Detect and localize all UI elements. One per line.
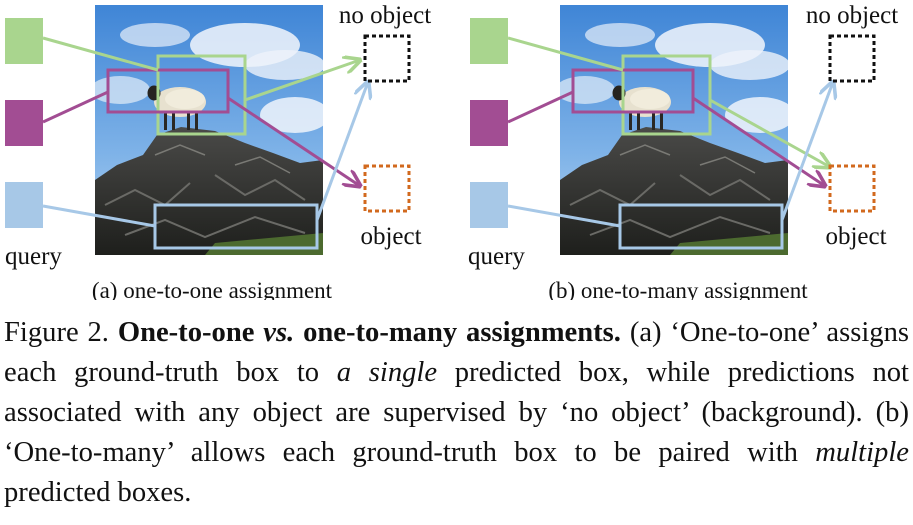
subcaption-a: (a) one-to-one assignment: [92, 278, 333, 300]
query-square-blue: [5, 182, 43, 228]
object-box: [828, 164, 876, 213]
query-square-green: [470, 18, 508, 64]
caption-emphasis-single: a single: [336, 357, 438, 388]
caption-vs: vs.: [263, 317, 295, 348]
link-blue: [507, 204, 621, 228]
query-square-green: [5, 18, 43, 64]
pred-box-green: [621, 54, 712, 136]
arrow-blue-to-no-object: [315, 82, 368, 221]
object-box: [363, 164, 411, 213]
object-label: object: [825, 223, 886, 250]
panel-b: no object object query (b) one-to-many a…: [468, 2, 898, 300]
query-square-purple: [5, 100, 43, 146]
link-purple: [507, 90, 574, 124]
caption-title: One-to-one: [117, 317, 255, 348]
pred-box-purple: [571, 68, 695, 114]
query-square-blue: [470, 182, 508, 228]
panel-a: no object object query (a) one-to-one as…: [5, 2, 431, 300]
scene-photo: [95, 5, 323, 255]
link-purple: [42, 90, 109, 124]
query-label: query: [468, 243, 525, 270]
subcaption-b: (b) one-to-many assignment: [548, 278, 808, 300]
link-green: [507, 36, 624, 72]
pred-box-purple: [106, 68, 230, 114]
caption-title-2: one-to-many assignments.: [303, 317, 621, 348]
arrow-purple-to-object: [227, 96, 360, 186]
caption-text-2: predicted box, while predictions not ass…: [4, 357, 910, 468]
figure: no object object query (a) one-to-one as…: [5, 2, 898, 300]
arrow-green-to-object: [709, 98, 830, 167]
link-blue: [42, 204, 156, 228]
query-label: query: [5, 243, 62, 270]
figure-caption: Figure 2. One-to-one vs. one-to-many ass…: [4, 313, 909, 513]
scene-photo: [560, 5, 788, 255]
object-label: object: [360, 223, 421, 250]
caption-text-3: predicted boxes.: [4, 477, 192, 508]
no-object-box: [363, 34, 411, 83]
link-green: [42, 36, 159, 72]
no-object-label: no object: [339, 2, 431, 29]
caption-emphasis-multiple: multiple: [815, 437, 909, 468]
caption-text-1: (a) ‘One-to-one’ assigns each ground-tru…: [4, 317, 909, 388]
pred-box-blue: [153, 203, 319, 250]
arrow-green-to-no-object: [244, 60, 360, 102]
arrow-purple-to-object: [692, 96, 825, 186]
no-object-box: [828, 34, 876, 83]
query-square-purple: [470, 100, 508, 146]
caption-label: Figure 2.: [4, 317, 109, 348]
no-object-label: no object: [806, 2, 898, 29]
pred-box-green: [156, 54, 247, 136]
pred-box-blue: [618, 203, 784, 250]
arrow-blue-to-no-object: [780, 82, 833, 221]
